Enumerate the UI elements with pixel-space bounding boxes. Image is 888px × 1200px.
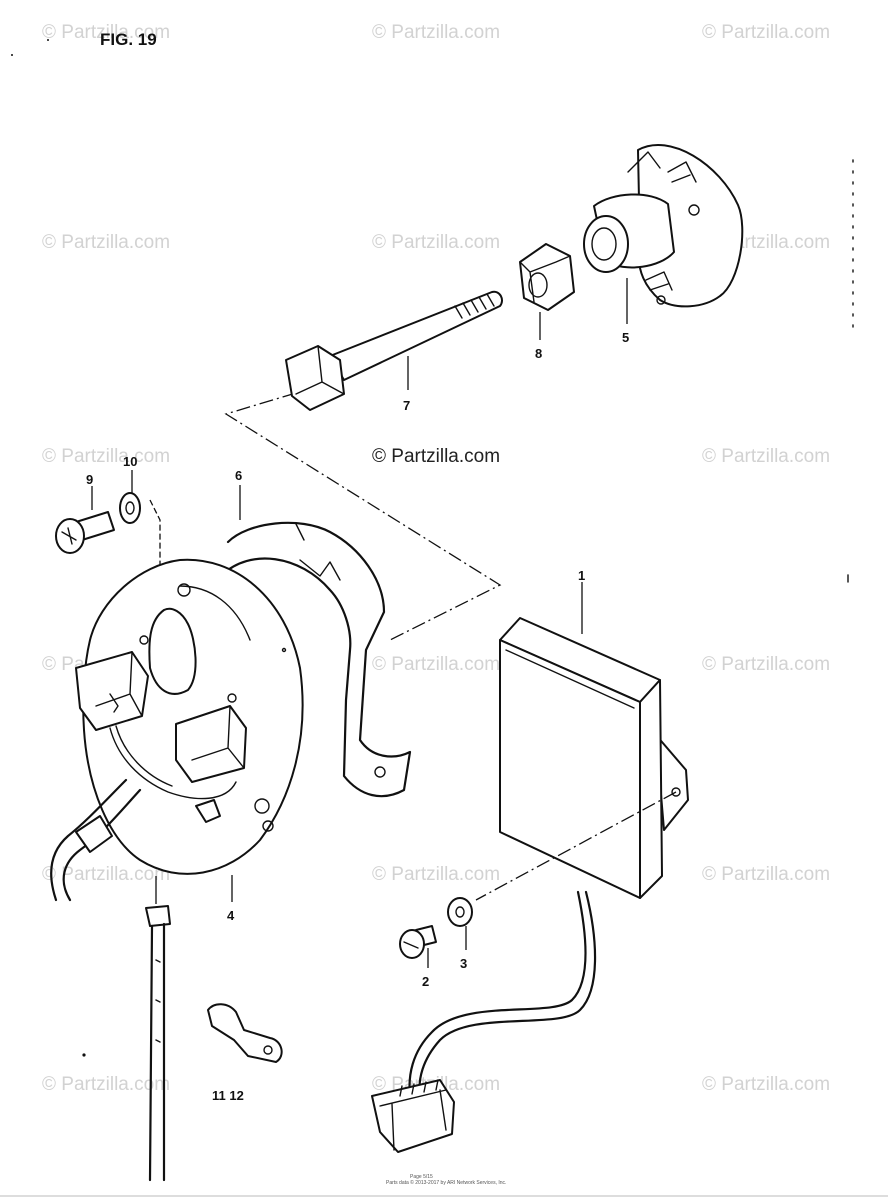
callout-8: 8 — [535, 346, 542, 361]
watermark: © Partzilla.com — [372, 22, 500, 43]
watermark: © Partzilla.com — [702, 446, 830, 467]
part-5-sensor — [583, 144, 744, 308]
watermark: © Partzilla.com — [42, 22, 170, 43]
part-9-screw — [55, 511, 115, 554]
callout-10: 10 — [123, 454, 137, 469]
watermark: © Partzilla.com — [372, 864, 500, 885]
watermark: © Partzilla.com — [702, 1074, 830, 1095]
watermark: © Partzilla.com — [42, 446, 170, 467]
watermark: © Partzilla.com — [42, 1074, 170, 1095]
part-2-screw — [399, 925, 437, 959]
part-1-igniter — [408, 617, 689, 1097]
callout-5: 5 — [622, 330, 629, 345]
assembly-line — [224, 392, 502, 641]
watermark-center: © Partzilla.com — [372, 446, 500, 467]
assembly-line-1 — [475, 791, 677, 901]
figure-title: FIG. 19 — [100, 30, 157, 49]
watermark: © Partzilla.com — [372, 654, 500, 675]
watermark: © Partzilla.com — [42, 864, 170, 885]
callout-9: 9 — [86, 472, 93, 487]
watermark: © Partzilla.com — [702, 654, 830, 675]
callout-2: 2 — [422, 974, 429, 989]
watermark: © Partzilla.com — [372, 232, 500, 253]
connector — [371, 1079, 455, 1153]
footer-page: Page 5/15 — [410, 1174, 433, 1180]
part-6-bracket — [202, 521, 412, 798]
callout-6: 6 — [235, 468, 242, 483]
part-3-washer — [447, 897, 473, 927]
callout-3: 3 — [460, 956, 467, 971]
watermark: © Partzilla.com — [702, 22, 830, 43]
part-7-bolt — [285, 290, 503, 411]
watermark: © Partzilla.com — [702, 864, 830, 885]
part-8-nut — [519, 243, 575, 311]
callout-4: 4 — [227, 908, 235, 923]
part-10-washer — [119, 492, 141, 524]
callout-11-12: 11 12 — [212, 1088, 244, 1103]
callout-7: 7 — [403, 398, 410, 413]
part-4-stator-plate — [50, 558, 304, 902]
scan-speckles — [11, 39, 854, 1057]
part-11-clamp — [207, 1003, 283, 1063]
footer-copyright: Parts data © 2013-2017 by ARI Network Se… — [386, 1179, 506, 1186]
watermark: © Partzilla.com — [42, 232, 170, 253]
callout-1: 1 — [578, 568, 585, 583]
part-13-cable-tie — [145, 905, 171, 1182]
